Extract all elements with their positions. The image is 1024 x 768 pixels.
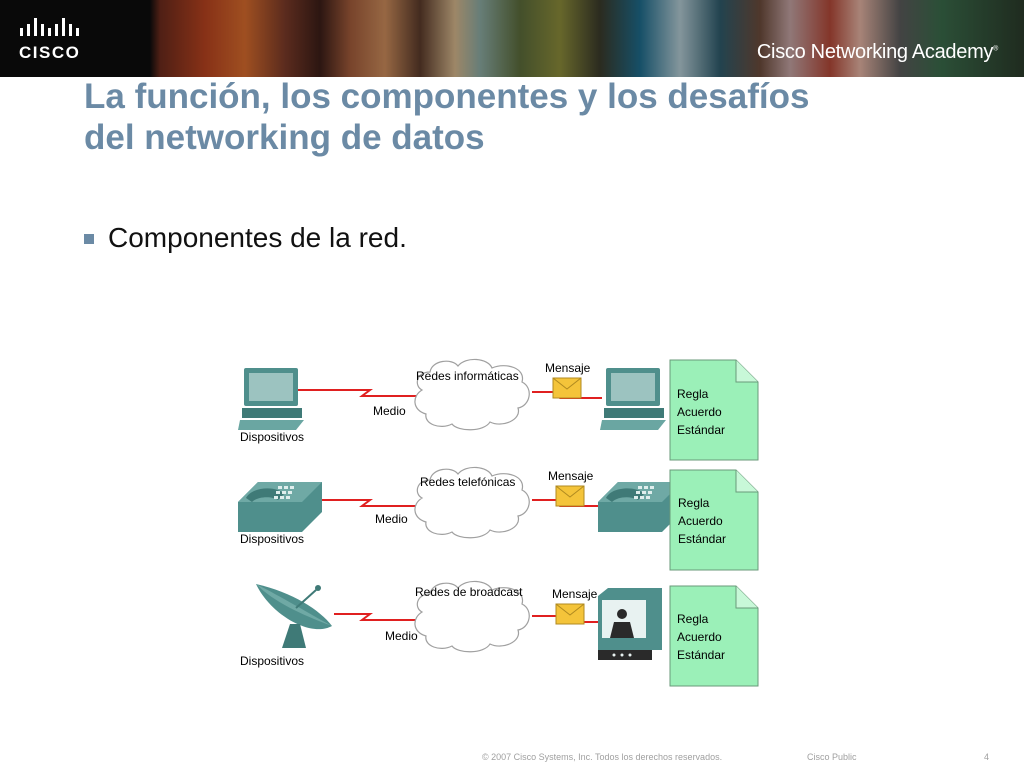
bullet-square-icon — [84, 234, 94, 244]
medium-link — [298, 389, 416, 397]
rule-label: Regla — [677, 612, 709, 626]
network-components-diagram: Medio Redes informáticas Mensaje Regla A… — [238, 358, 759, 687]
bullet-item: Componentes de la red. — [84, 222, 407, 254]
message-label: Mensaje — [552, 587, 598, 601]
bullet-text: Componentes de la red. — [108, 222, 407, 253]
footer-page-number: 4 — [984, 752, 990, 762]
message-envelope-icon — [555, 485, 585, 507]
row-broadcast-networks: Medio Redes de broadcast Mensaje Regla A… — [240, 580, 759, 687]
network-label: Redes telefónicas — [420, 475, 515, 489]
agreement-label: Acuerdo — [677, 405, 722, 419]
rule-label: Regla — [677, 387, 709, 401]
message-envelope-icon — [555, 603, 585, 625]
standard-label: Estándar — [677, 423, 725, 437]
row-computer-networks: Medio Redes informáticas Mensaje Regla A… — [238, 358, 759, 461]
rule-label: Regla — [678, 496, 710, 510]
slide-title: La función, los componentes y los desafí… — [84, 76, 944, 158]
banner-photo-strip — [0, 0, 1024, 77]
medium-link — [322, 499, 416, 507]
message-label: Mensaje — [548, 469, 594, 483]
network-label: Redes de broadcast — [415, 585, 523, 599]
message-envelope-icon — [552, 377, 582, 399]
source-computer-icon — [238, 368, 304, 430]
destination-television-icon — [598, 588, 662, 660]
medium-label: Medio — [373, 404, 406, 418]
medium-label: Medio — [385, 629, 418, 643]
agreement-label: Acuerdo — [678, 514, 723, 528]
network-label: Redes informáticas — [416, 369, 519, 383]
cisco-logo-text: CISCO — [19, 43, 80, 62]
source-telephone-icon — [238, 482, 322, 532]
medium-link — [334, 613, 416, 621]
academy-title: Cisco Networking Academy® — [756, 41, 998, 63]
row-telephone-networks: Medio Redes telefónicas Mensaje Regla Ac… — [238, 466, 759, 571]
slide-title-line-1: La función, los componentes y los desafí… — [84, 77, 810, 116]
slide-title-line-2: del networking de datos — [84, 118, 485, 157]
medium-label: Medio — [375, 512, 408, 526]
cisco-logo: CISCO — [19, 18, 80, 62]
footer-classification: Cisco Public — [807, 752, 857, 762]
destination-telephone-icon — [598, 482, 682, 532]
devices-label: Dispositivos — [240, 654, 304, 668]
devices-label: Dispositivos — [240, 430, 304, 444]
destination-computer-icon — [600, 368, 666, 430]
message-label: Mensaje — [545, 361, 591, 375]
footer-copyright: © 2007 Cisco Systems, Inc. Todos los der… — [482, 752, 723, 762]
source-satellite-dish-icon — [256, 584, 332, 648]
devices-label: Dispositivos — [240, 532, 304, 546]
agreement-label: Acuerdo — [677, 630, 722, 644]
standard-label: Estándar — [677, 648, 725, 662]
standard-label: Estándar — [678, 532, 726, 546]
header-banner: CISCO Cisco Networking Academy® — [0, 0, 1024, 77]
